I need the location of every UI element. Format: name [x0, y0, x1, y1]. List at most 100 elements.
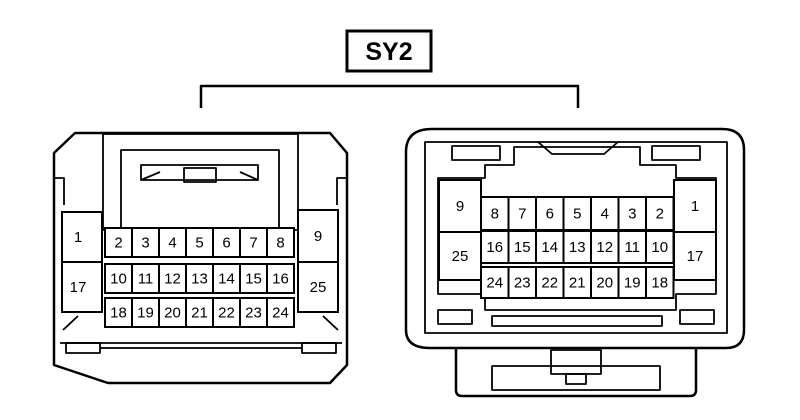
right-pin-cavity — [673, 231, 717, 281]
left-pin-cavity — [61, 261, 103, 313]
left-pin-cavity — [158, 297, 187, 328]
left-pin-cavity — [212, 297, 241, 328]
connector-bracket — [199, 84, 580, 108]
left-pin-18: 18 — [104, 297, 133, 328]
left-pin-20: 20 — [158, 297, 187, 328]
right-pin-cavity — [562, 266, 592, 299]
left-pin-6: 6 — [212, 227, 241, 258]
left-pin-cavity — [212, 227, 241, 258]
left-pin-cavity — [297, 209, 339, 263]
right-pin-label: 2 — [656, 206, 664, 223]
left-pin-label: 17 — [70, 279, 87, 296]
left-pin-label: 23 — [245, 305, 262, 322]
right-pin-label: 17 — [687, 248, 704, 265]
left-pin-24: 24 — [266, 297, 295, 328]
right-pin-label: 6 — [546, 206, 554, 223]
left-pin-9: 9 — [297, 209, 339, 263]
left-connector-latch-slope-right — [239, 171, 259, 181]
right-pin-18: 18 — [645, 266, 675, 299]
right-connector-top-tab-right — [651, 145, 701, 161]
left-pin-25: 25 — [297, 261, 339, 313]
left-connector-side-notch-left — [54, 177, 65, 205]
right-pin-15: 15 — [507, 230, 537, 264]
left-pin-label: 4 — [168, 235, 176, 252]
right-pin-label: 20 — [596, 275, 613, 292]
right-pin-17: 17 — [673, 231, 717, 281]
right-pin-label: 11 — [624, 239, 640, 256]
left-pin-cavity — [239, 297, 268, 328]
left-pin-cavity — [61, 211, 103, 263]
right-pin-cavity — [507, 266, 537, 299]
left-pin-5: 5 — [185, 227, 214, 258]
left-pin-21: 21 — [185, 297, 214, 328]
right-pin-1: 1 — [673, 179, 717, 233]
right-pin-cavity — [590, 230, 620, 264]
right-connector-mount-key-tab — [565, 373, 587, 385]
right-pin-label: 13 — [569, 239, 586, 256]
left-pin-label: 5 — [195, 235, 203, 252]
left-pin-cavity — [131, 297, 160, 328]
left-pin-label: 25 — [310, 279, 327, 296]
left-connector-bottom-tab-left — [65, 342, 101, 354]
right-pin-7: 7 — [507, 196, 537, 231]
left-connector-bottom-tab-right — [301, 342, 337, 354]
right-pin-cavity — [645, 266, 675, 299]
right-pin-cavity — [438, 231, 482, 281]
right-pin-label: 1 — [691, 198, 699, 215]
left-pin-label: 9 — [314, 228, 322, 245]
right-pin-8: 8 — [480, 196, 510, 231]
left-pin-label: 22 — [218, 305, 235, 322]
right-pin-label: 25 — [452, 248, 469, 265]
left-pin-13: 13 — [185, 263, 214, 294]
right-pin-label: 10 — [651, 239, 668, 256]
right-pin-2: 2 — [645, 196, 675, 231]
left-pin-17: 17 — [61, 261, 103, 313]
left-pin-label: 14 — [218, 271, 235, 288]
right-pin-label: 16 — [486, 239, 503, 256]
left-pin-cavity — [266, 263, 295, 294]
right-pin-14: 14 — [535, 230, 565, 264]
left-connector-body — [52, 131, 349, 385]
right-pin-label: 12 — [596, 239, 613, 256]
left-pin-label: 15 — [245, 271, 262, 288]
left-connector-latch-key — [183, 167, 217, 183]
left-connector-latch-slope-left — [140, 171, 161, 181]
right-pin-label: 5 — [573, 206, 581, 223]
right-connector-top-tab-left — [451, 145, 501, 161]
right-pin-label: 18 — [651, 275, 668, 292]
right-pin-label: 7 — [518, 206, 526, 223]
right-pin-cavity — [535, 196, 565, 231]
right-pin-label: 23 — [514, 275, 531, 292]
left-pin-cavity — [185, 227, 214, 258]
left-pin-cavity — [266, 297, 295, 328]
right-connector-mount — [454, 348, 698, 398]
left-pin-12: 12 — [158, 263, 187, 294]
left-pin-15: 15 — [239, 263, 268, 294]
right-pin-cavity — [438, 179, 482, 233]
left-pin-14: 14 — [212, 263, 241, 294]
right-pin-10: 10 — [645, 230, 675, 264]
left-pin-label: 7 — [249, 235, 257, 252]
left-pin-cavity — [212, 263, 241, 294]
right-pin-12: 12 — [590, 230, 620, 264]
left-pin-2: 2 — [104, 227, 133, 258]
left-pin-cavity — [239, 263, 268, 294]
right-pin-label: 21 — [569, 275, 586, 292]
left-pin-label: 6 — [222, 235, 230, 252]
left-pin-label: 19 — [137, 305, 154, 322]
left-pin-7: 7 — [239, 227, 268, 258]
right-connector-mount-key — [550, 349, 602, 375]
left-pin-3: 3 — [131, 227, 160, 258]
right-pin-label: 3 — [628, 206, 636, 223]
left-pin-1: 1 — [61, 211, 103, 263]
left-pin-label: 20 — [164, 305, 181, 322]
left-connector-guide-left — [62, 315, 79, 331]
right-connector-housing — [437, 146, 717, 311]
right-pin-label: 22 — [541, 275, 558, 292]
left-pin-10: 10 — [104, 263, 133, 294]
right-pin-cavity — [617, 266, 647, 299]
left-pin-4: 4 — [158, 227, 187, 258]
right-pin-24: 24 — [480, 266, 510, 299]
right-pin-label: 19 — [624, 275, 641, 292]
